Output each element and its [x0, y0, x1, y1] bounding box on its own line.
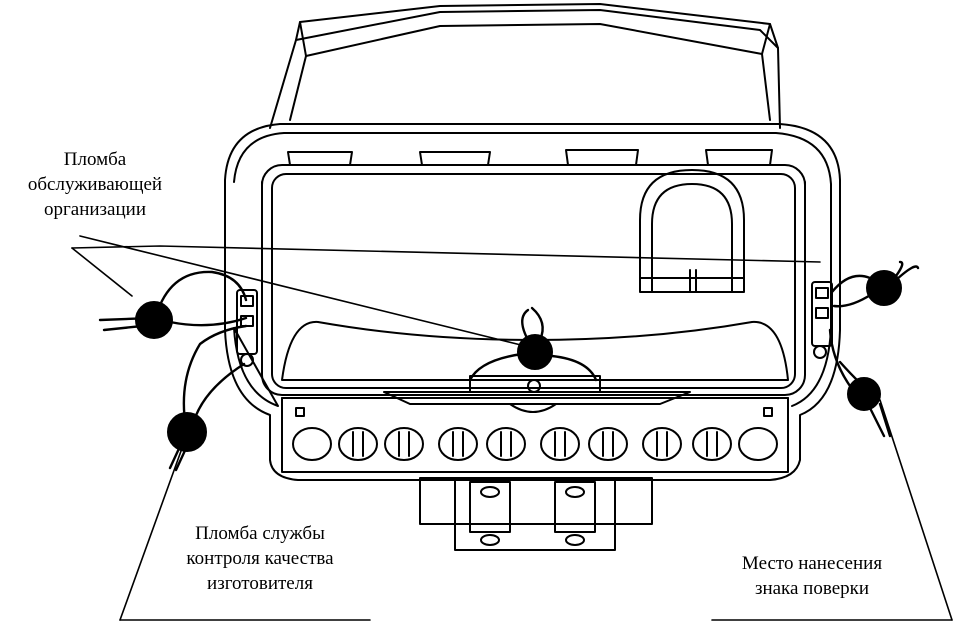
label-service-org-seal: Пломба обслуживающей организации [0, 147, 190, 222]
label-verification-mark-place: Место нанесения знака поверки [712, 551, 912, 601]
label-line: Место нанесения [741, 553, 883, 574]
terminal-hole [486, 427, 526, 461]
terminal-holes [292, 427, 778, 461]
terminal-hole [338, 427, 378, 461]
terminal-hole [438, 427, 478, 461]
label-line: организации [43, 199, 146, 220]
leader-lines [71, 235, 953, 621]
label-line: Пломба [63, 149, 127, 170]
terminal-block [281, 397, 789, 473]
seal-right-upper [866, 270, 902, 306]
mounting-plate [419, 477, 653, 551]
display-arch [639, 169, 745, 293]
terminal-hole [588, 427, 628, 461]
label-line: Пломба службы [195, 523, 325, 544]
seal-left-lower [167, 412, 207, 452]
terminal-hole [540, 427, 580, 461]
meter-body [224, 123, 841, 481]
seal-center [517, 334, 553, 370]
left-screws [236, 289, 258, 367]
seal-left-upper [135, 301, 173, 339]
terminal-hole [692, 427, 732, 461]
terminal-hole [738, 427, 778, 461]
seal-markers [135, 270, 902, 452]
label-line: знака поверки [754, 578, 870, 599]
label-line: контроля качества [186, 548, 334, 569]
seal-right-lower [847, 377, 881, 411]
terminal-hole [384, 427, 424, 461]
label-line: обслуживающей [27, 174, 163, 195]
meter-lid [269, 3, 781, 129]
label-line: изготовителя [207, 573, 313, 594]
terminal-hole [642, 427, 682, 461]
right-screws [811, 281, 833, 359]
label-quality-control-seal: Пломба службы контроля качества изготови… [160, 521, 360, 596]
terminal-hole [292, 427, 332, 461]
